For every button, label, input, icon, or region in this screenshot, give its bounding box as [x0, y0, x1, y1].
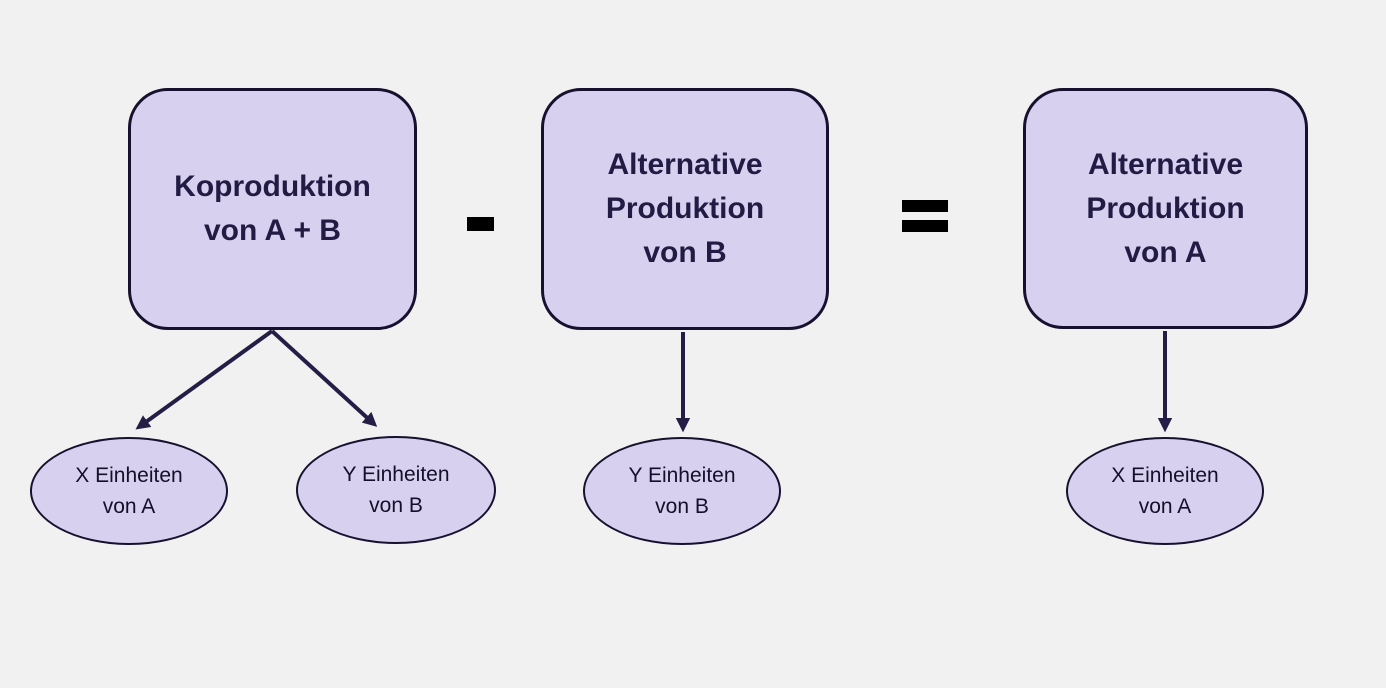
node-label-line: Alternative — [1087, 147, 1244, 181]
node-label-line: X Einheiten — [75, 464, 183, 487]
node-label-line: Produktion — [1086, 191, 1245, 225]
node-label: Koproduktion von A + B — [174, 165, 371, 253]
node-label: Y Einheiten von B — [628, 460, 735, 522]
node-alternative-produktion-von-a: Alternative Produktion von A — [1023, 88, 1308, 329]
node-label: X Einheiten von A — [1111, 460, 1218, 522]
node-label-line: X Einheiten — [1111, 464, 1219, 487]
node-label: Alternative Produktion von B — [606, 143, 764, 275]
node-label-line: von A — [1124, 235, 1207, 269]
minus-bar — [467, 217, 494, 231]
node-label-line: Y Einheiten — [628, 464, 736, 487]
node-label-line: Koproduktion — [174, 170, 371, 203]
node-alternative-produktion-von-b: Alternative Produktion von B — [541, 88, 829, 330]
node-label-line: Alternative — [607, 148, 763, 181]
node-label-line: Y Einheiten — [342, 463, 450, 486]
node-y-einheiten-von-b-mid: Y Einheiten von B — [583, 437, 781, 545]
node-label-line: von A + B — [204, 214, 341, 247]
minus-operator — [467, 217, 494, 231]
node-label: Y Einheiten von B — [342, 459, 449, 521]
equals-bar-bottom — [902, 220, 948, 232]
node-label: Alternative Produktion von A — [1086, 143, 1244, 275]
arrow-koproduktion-to-x-einheiten-a — [135, 329, 274, 430]
node-label-line: von B — [369, 494, 423, 517]
node-y-einheiten-von-b-left: Y Einheiten von B — [296, 436, 496, 544]
node-label-line: von B — [643, 236, 727, 269]
node-label-line: von A — [102, 495, 156, 518]
node-x-einheiten-von-a-left: X Einheiten von A — [30, 437, 228, 545]
node-label-line: von B — [655, 495, 709, 518]
node-x-einheiten-von-a-right: X Einheiten von A — [1066, 437, 1264, 545]
node-label: X Einheiten von A — [75, 460, 182, 522]
node-label-line: Produktion — [605, 192, 765, 225]
equals-bar-top — [902, 200, 948, 212]
node-label-line: von A — [1138, 495, 1192, 518]
node-koproduktion-von-a-b: Koproduktion von A + B — [128, 88, 417, 330]
arrow-koproduktion-to-y-einheiten-b — [270, 329, 378, 427]
equals-operator — [902, 200, 948, 232]
